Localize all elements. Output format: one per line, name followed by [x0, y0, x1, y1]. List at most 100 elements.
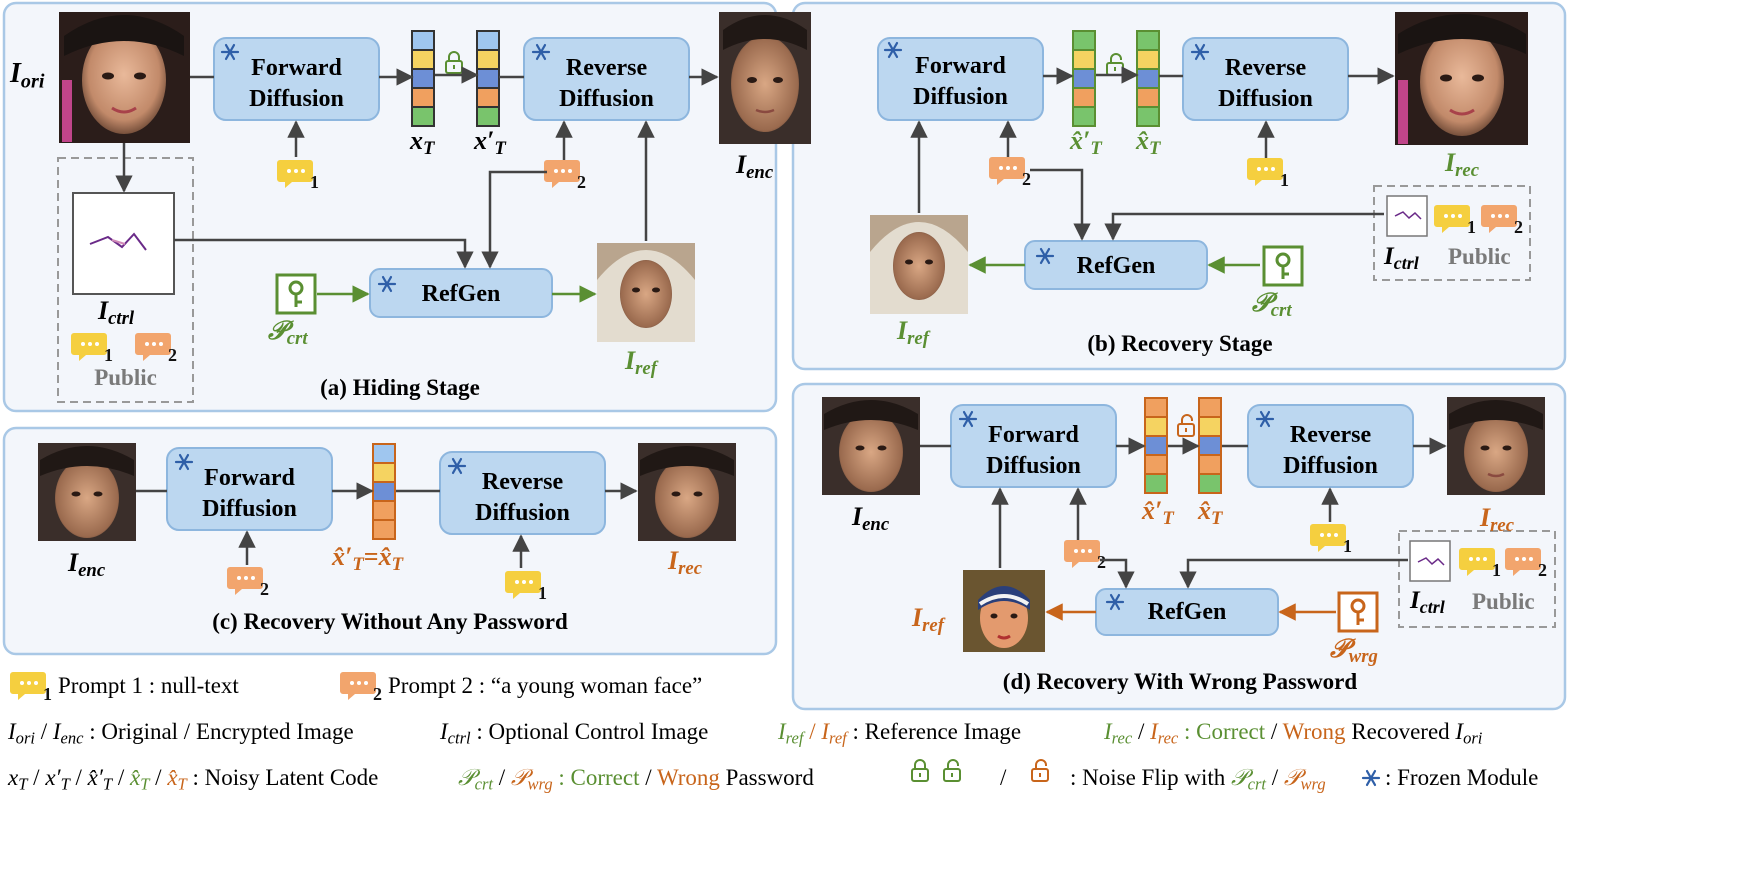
lock-icon: [911, 759, 929, 782]
latent-cell: [1072, 49, 1096, 70]
snowflake-icon: [220, 43, 240, 61]
legend-i-enc: Ienc: [53, 719, 84, 746]
prompt-number: 2: [1514, 217, 1523, 237]
symbol-i: I: [1150, 719, 1158, 744]
snowflake-icon: [174, 453, 194, 471]
subscript-ctrl: ctrl: [1419, 597, 1445, 618]
symbol-i: I: [98, 296, 109, 325]
subscript-ref: ref: [922, 615, 944, 637]
forward-word: Forward: [204, 465, 295, 491]
latent-xhat-c: [372, 443, 396, 540]
label-i-ctrl-a: Ictrl: [98, 298, 134, 329]
subscript-t: T: [1149, 138, 1161, 160]
legend-password-text: Password: [725, 765, 814, 790]
symbol-p: 𝒫: [1252, 288, 1271, 317]
symbol-p: 𝒫: [268, 316, 287, 345]
recovered-image-c: [638, 443, 736, 541]
symbol-i: I: [68, 548, 79, 577]
subscript-enc: enc: [60, 728, 84, 748]
latent-cell: [1198, 416, 1222, 437]
legend-ori-enc-text: : Original / Encrypted Image: [89, 719, 354, 744]
forward-label-d: Forward Diffusion: [951, 420, 1116, 482]
legend-x-t: xT: [8, 765, 27, 792]
refgen-label-d: RefGen: [1147, 599, 1227, 625]
subscript-crt: crt: [1247, 774, 1266, 794]
latent-cell: [1072, 68, 1096, 89]
label-i-ref-b: Iref: [897, 318, 929, 349]
label-p-crt-a: 𝒫crt: [268, 318, 308, 349]
label-i-ctrl-d: Ictrl: [1410, 588, 1445, 616]
subscript-enc: enc: [78, 560, 106, 582]
legend-p-wrg: 𝒫wrg: [510, 765, 553, 792]
latent-cell: [411, 87, 435, 108]
chat-bubble-icon: 2: [1481, 205, 1523, 237]
label-i-rec-d: Irec: [1480, 505, 1514, 536]
reverse-label-a: Reverse Diffusion: [524, 53, 689, 115]
symbol-x: x: [410, 126, 423, 155]
legend-p-crt: 𝒫crt: [458, 765, 493, 792]
latent-x-t-a: [411, 30, 435, 127]
subscript-t: T: [494, 138, 506, 160]
symbol-i: I: [778, 719, 786, 744]
label-xhat-t-d: x̂T: [1198, 498, 1222, 529]
latent-cell: [476, 106, 500, 127]
public-label-b: Public: [1448, 244, 1511, 269]
legend-row-2: Iori / Ienc : Original / Encrypted Image: [8, 720, 354, 747]
legend-i-ori: Iori: [8, 719, 35, 746]
legend-noise-flip-text: : Noise Flip with 𝒫crt / 𝒫wrg: [1070, 766, 1326, 793]
legend-latent-text: : Noisy Latent Code: [192, 765, 379, 790]
symbol-xhat: x̂: [130, 765, 141, 790]
symbol-p: 𝒫: [510, 765, 528, 790]
latent-cell: [1144, 473, 1168, 494]
subscript-crt: crt: [474, 774, 493, 794]
subscript-rec: rec: [1490, 515, 1515, 537]
symbol-xhat: x̂: [378, 542, 392, 571]
slash: /: [498, 765, 506, 790]
legend-xhat-t-orange: x̂T: [167, 765, 186, 792]
forward-label-b: Forward Diffusion: [878, 51, 1043, 113]
latent-cell: [1144, 397, 1168, 418]
subscript-ctrl: ctrl: [447, 728, 471, 748]
key-icon: [1337, 591, 1379, 633]
slash: /: [809, 719, 816, 744]
reverse-diffusion-module-c: [439, 451, 606, 535]
symbol-xhat-prime: x̂′: [1070, 126, 1091, 155]
encrypted-image-c: [38, 443, 136, 541]
prompt-number: 2: [1097, 552, 1106, 572]
subscript-enc: enc: [746, 162, 774, 184]
slash: /: [155, 765, 162, 790]
legend-prompt2: Prompt 2 : “a young woman face”: [388, 673, 703, 698]
symbol-p: 𝒫: [1231, 765, 1248, 790]
reverse-diffusion-module-a: [523, 37, 690, 121]
snowflake-icon: [1105, 593, 1125, 611]
legend-p-crt-2: 𝒫crt: [1231, 765, 1266, 792]
symbol-p: 𝒫: [458, 765, 475, 790]
latent-cell: [411, 68, 435, 89]
key-icon: [1262, 245, 1304, 287]
subscript-enc: enc: [862, 514, 890, 536]
symbol-xhat: x̂: [167, 765, 178, 790]
subscript-wrg: wrg: [527, 774, 553, 794]
symbol-x-prime: x′: [474, 126, 495, 155]
diffusion-word: Diffusion: [202, 496, 297, 522]
reverse-word: Reverse: [481, 469, 564, 495]
subscript-t: T: [177, 774, 187, 794]
label-i-ori: Iori: [10, 60, 44, 92]
snowflake-icon: [1190, 43, 1210, 61]
colon: :: [1184, 719, 1191, 744]
subscript-ctrl: ctrl: [108, 308, 135, 330]
label-i-ctrl-b: Ictrl: [1384, 244, 1419, 272]
chat-bubble-icon: 2: [1064, 540, 1106, 572]
symbol-x: x: [8, 765, 19, 790]
subscript-t: T: [102, 774, 113, 794]
latent-cell: [1136, 106, 1160, 127]
symbol-p: 𝒫: [1330, 634, 1349, 663]
legend-correct: Correct: [570, 765, 640, 790]
latent-codes: [372, 30, 1222, 540]
slash: /: [1270, 719, 1278, 744]
label-i-rec-c: Irec: [668, 548, 702, 579]
latent-xhat-t-prime-b: [1072, 30, 1096, 127]
subscript-ref: ref: [635, 358, 657, 380]
latent-cell: [1136, 49, 1160, 70]
